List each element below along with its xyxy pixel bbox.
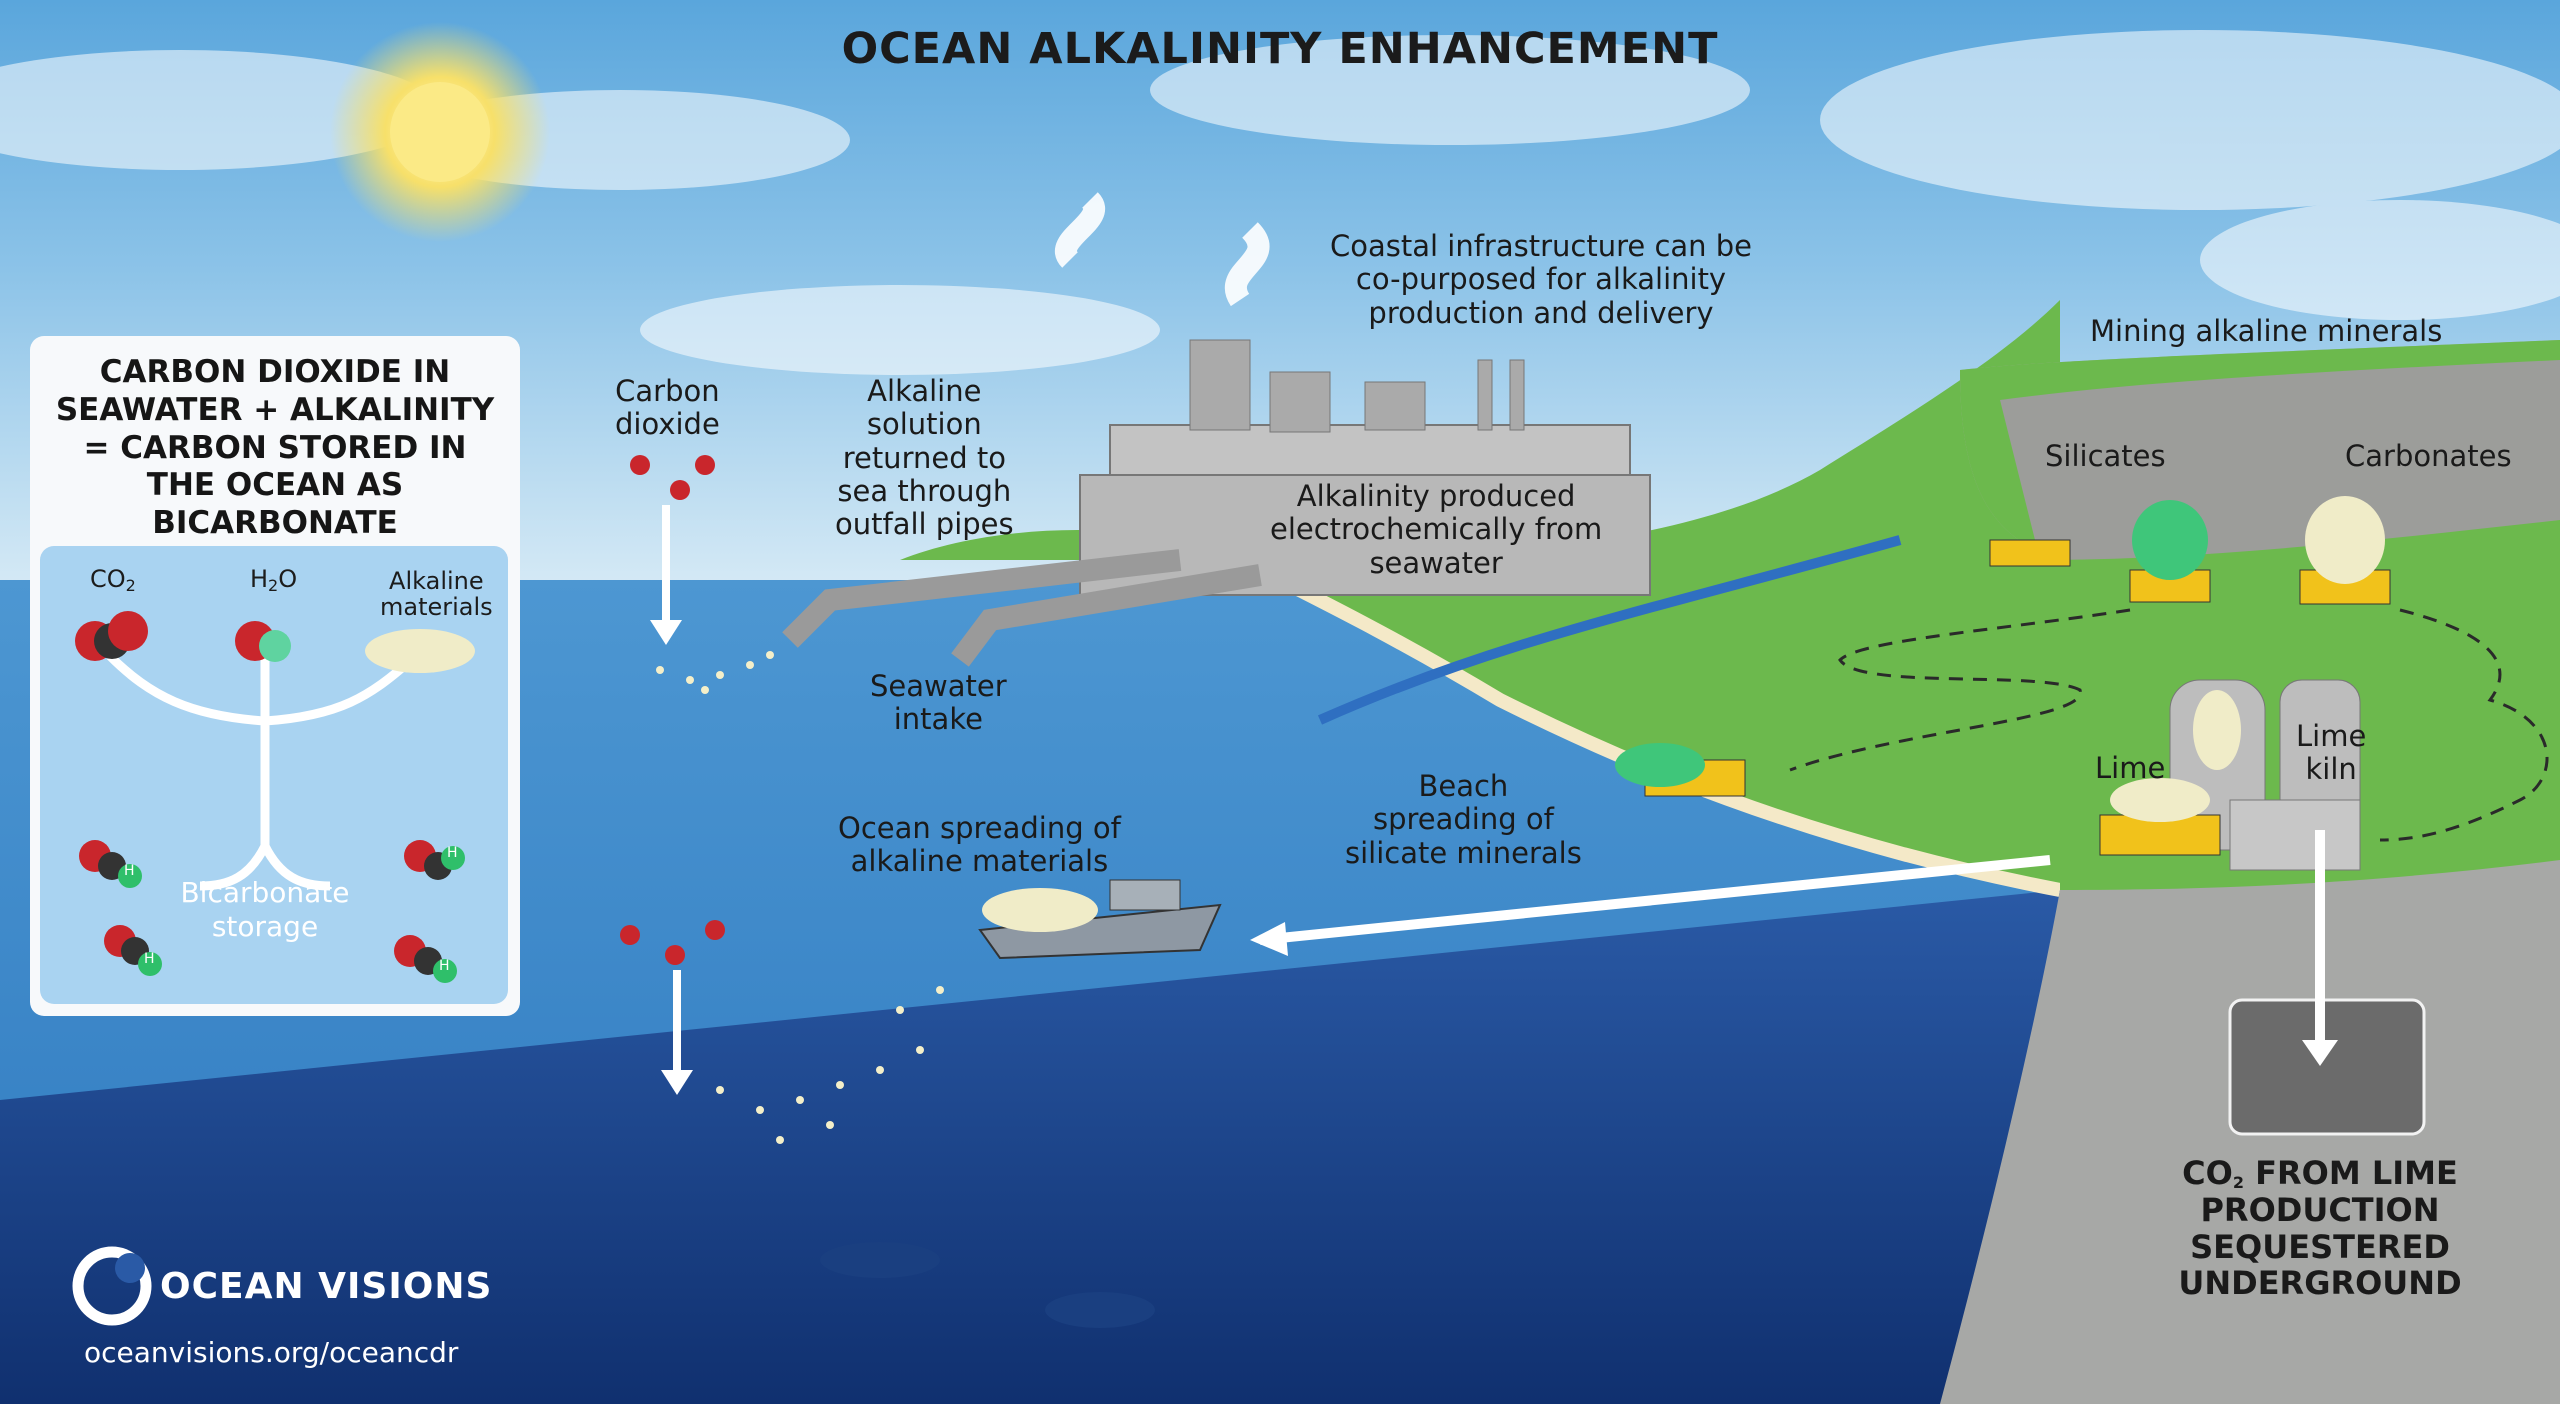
river <box>1317 535 1902 725</box>
label-silicates: Silicates <box>2045 439 2166 473</box>
page-title: OCEAN ALKALINITY ENHANCEMENT <box>841 24 1719 74</box>
panel-h2o-label: H2O <box>250 565 298 595</box>
panel-h-atom-4: H <box>439 958 450 974</box>
boat <box>978 879 1222 960</box>
label-co2-underground: CO2 FROM LIME PRODUCTION SEQUESTERED UND… <box>2178 1154 2462 1303</box>
panel-h-atom-3: H <box>144 951 155 967</box>
seals <box>820 1242 1155 1328</box>
intake-pipe <box>951 564 1262 667</box>
label-lime: Lime <box>2095 751 2166 785</box>
alkaline-particles <box>656 651 944 1144</box>
panel-co2-label: CO2 <box>90 565 136 595</box>
label-mining: Mining alkaline minerals <box>2090 314 2443 348</box>
panel-h-atom-1: H <box>124 863 135 879</box>
co2-molecules <box>620 455 725 965</box>
factory <box>1055 192 1651 596</box>
brand-url[interactable]: oceanvisions.org/oceancdr <box>84 1336 459 1369</box>
label-carbonates: Carbonates <box>2345 439 2512 473</box>
deep-ocean <box>0 890 2060 1404</box>
outfall-pipe <box>782 549 1182 648</box>
panel-molecules <box>75 611 475 983</box>
panel-h-atom-2: H <box>447 845 458 861</box>
ocean-visions-logo <box>72 1246 152 1326</box>
underground-storage <box>2228 830 2426 1136</box>
lime-to-boat-arrow <box>1259 855 2051 945</box>
mining-trucks <box>1615 496 2391 856</box>
truck-route <box>1789 608 2549 842</box>
brand-name: OCEAN VISIONS <box>160 1266 493 1307</box>
